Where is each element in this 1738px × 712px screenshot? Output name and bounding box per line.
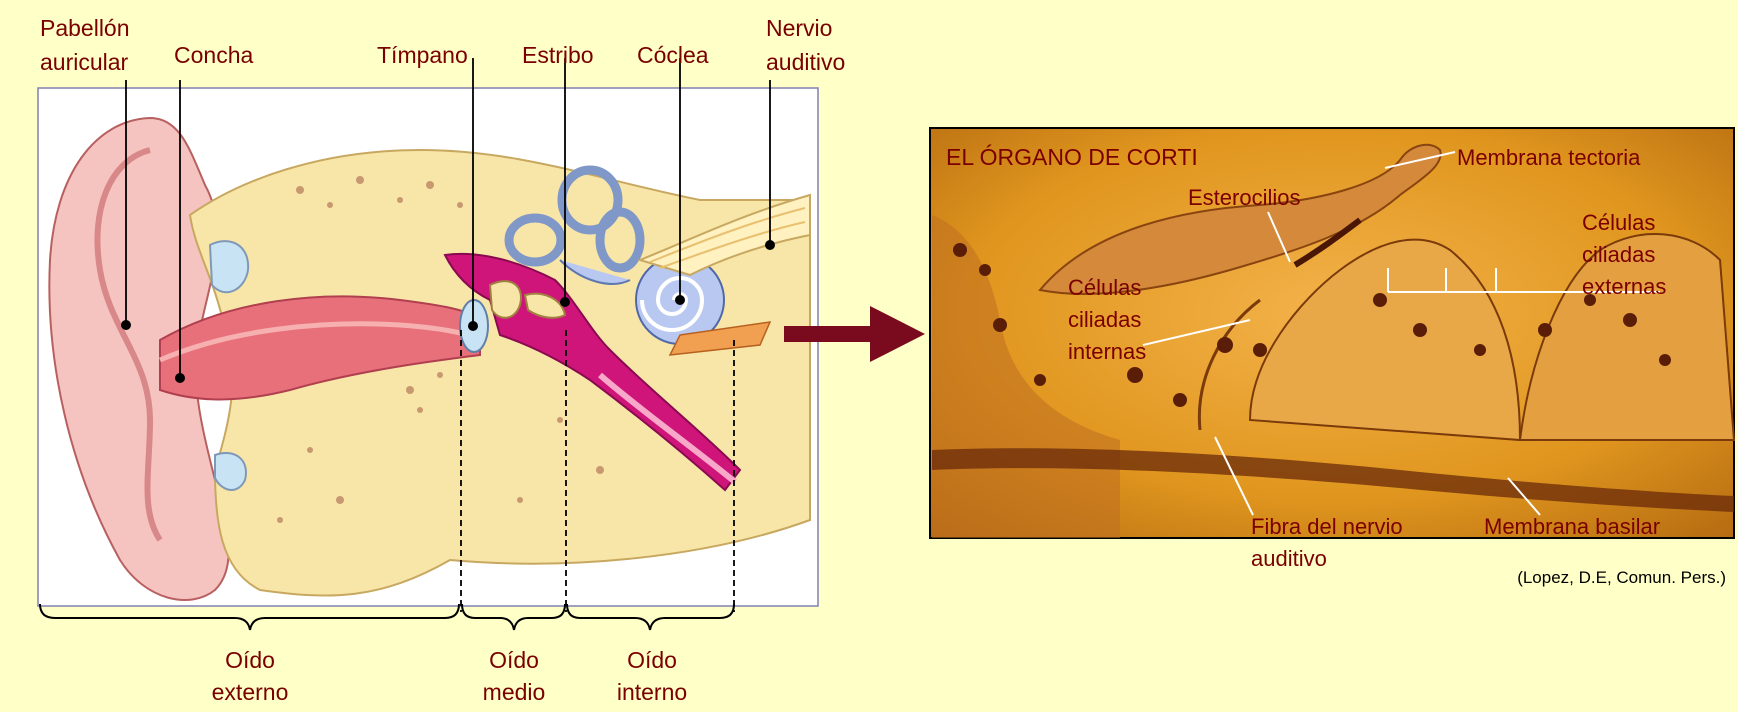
- helix-fold: [94, 147, 163, 542]
- fibra-label-line1: Fibra del nervio: [1251, 514, 1403, 539]
- ear-leader-dots: [121, 240, 775, 383]
- concha-label: Concha: [174, 42, 253, 68]
- fibra-label-line2: auditivo: [1251, 546, 1327, 571]
- ear-leaders: [125, 58, 771, 378]
- membrana-tectoria-label: Membrana tectoria: [1457, 145, 1641, 170]
- cell-nuclei: [953, 243, 1671, 407]
- tectorial-membrane-shape: [1038, 143, 1442, 295]
- esterocilios-label: Esterocilios: [1188, 185, 1300, 210]
- interno-label-line1: Oído: [627, 647, 677, 673]
- ear-canal: [159, 295, 481, 401]
- cartilage-upper: [208, 240, 250, 294]
- externo-label-line2: externo: [212, 679, 289, 705]
- estribo-label: Estribo: [522, 42, 594, 68]
- malleus-shape: [488, 280, 522, 319]
- tube-highlight: [598, 372, 737, 485]
- stereocilia-mark: [1293, 217, 1362, 268]
- section-dividers: [460, 330, 735, 612]
- auditory-nerve-shape: [636, 193, 811, 277]
- corti-leaders: [1142, 151, 1541, 516]
- bone-texture: [277, 176, 604, 523]
- canal-2: [504, 213, 566, 267]
- nerve-fibers: [649, 207, 806, 269]
- cochlea-spiral: [640, 276, 705, 332]
- basilar-membrane-shape: [932, 448, 1734, 512]
- corti-micrograph: EL ÓRGANO DE CORTI Membrana tectoria Est…: [929, 127, 1736, 571]
- cartilage-lower: [214, 452, 247, 491]
- externo-label-line1: Oído: [225, 647, 275, 673]
- canal-3: [595, 207, 645, 273]
- vestibule-shape: [559, 259, 631, 285]
- celulas-externas-line2: ciliadas: [1582, 242, 1655, 267]
- celulas-externas-line1: Células: [1582, 210, 1655, 235]
- canal-highlight: [159, 321, 479, 363]
- ear-illustration: [48, 116, 811, 601]
- coclea-label: Cóclea: [637, 42, 709, 68]
- arch-cells: [1248, 238, 1522, 442]
- corti-title: EL ÓRGANO DE CORTI: [946, 144, 1198, 170]
- stapes-shape: [523, 292, 567, 319]
- pabellon-label-line1: Pabellón: [40, 15, 130, 41]
- celulas-externas-line3: externas: [1582, 274, 1666, 299]
- timpano-label: Tímpano: [377, 42, 468, 68]
- slice-marker: [668, 321, 772, 356]
- pillar-line: [1197, 298, 1261, 431]
- interno-label-line2: interno: [617, 679, 687, 705]
- nervio-label-line2: auditivo: [766, 49, 845, 75]
- celulas-internas-line3: internas: [1068, 339, 1146, 364]
- canal-1: [557, 165, 623, 235]
- credit-text: (Lopez, D.E, Comun. Pers.): [1517, 568, 1726, 587]
- pointer-arrow: [784, 306, 925, 362]
- outer-cells: [1518, 233, 1736, 441]
- medio-label-line2: medio: [483, 679, 546, 705]
- outer-hair-bracket: [1387, 268, 1660, 293]
- celulas-internas-line2: ciliadas: [1068, 307, 1141, 332]
- section-braces: [39, 603, 735, 631]
- celulas-internas-line1: Células: [1068, 275, 1141, 300]
- membrana-basilar-label: Membrana basilar: [1484, 514, 1660, 539]
- nervio-label-line1: Nervio: [766, 15, 832, 41]
- pabellon-label-line2: auricular: [40, 49, 129, 75]
- medio-label-line1: Oído: [489, 647, 539, 673]
